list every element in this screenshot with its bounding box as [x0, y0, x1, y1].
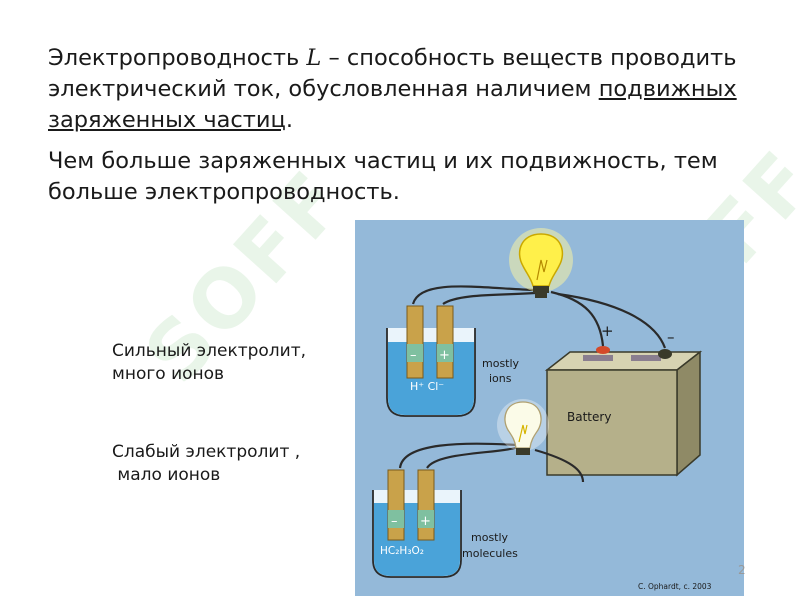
weak-electrolyte-label: Слабый электролит , мало ионов	[112, 441, 300, 487]
definition-text-end: .	[285, 107, 293, 133]
definition-paragraph: Электропроводность L – способность вещес…	[48, 43, 768, 136]
strong-electrolyte-note: много ионов	[112, 364, 225, 384]
definition-text-start: Электропроводность	[48, 45, 307, 71]
strong-caption-line2: ions	[489, 372, 512, 385]
circuit-wires	[398, 285, 667, 483]
weak-electrolyte-beaker: – + HC₂H₃O₂	[372, 469, 462, 578]
dim-light-bulb-icon	[497, 399, 549, 455]
slide-number: 2	[738, 563, 746, 577]
strong-minus-electrode: –	[410, 348, 417, 363]
weak-minus-electrode: –	[391, 514, 398, 529]
weak-electrolyte-note: мало ионов	[112, 465, 221, 485]
dependency-paragraph: Чем больше заряженных частиц и их подвиж…	[48, 148, 718, 205]
strong-electrolyte-title: Сильный электролит,	[112, 341, 307, 361]
circuit-diagram: Battery + –	[372, 228, 712, 591]
strong-electrolyte-label: Сильный электролит, много ионов	[112, 340, 306, 386]
bright-light-bulb-icon	[509, 228, 573, 298]
mobile-charged-particles-term: подвижных заряженных частиц	[48, 76, 737, 133]
battery-plus-sign: +	[601, 322, 614, 340]
weak-caption-line1: mostly	[471, 531, 509, 544]
weak-electrolyte-formula: HC₂H₃O₂	[380, 545, 424, 557]
definition-text-middle: – способность веществ проводить электрич…	[48, 45, 737, 102]
strong-electrolyte-formula: H⁺ Cl⁻	[410, 380, 444, 393]
conductivity-symbol: L	[306, 45, 322, 71]
battery-minus-sign: –	[667, 328, 675, 346]
battery: Battery + –	[544, 322, 703, 477]
weak-plus-electrode: +	[420, 514, 431, 529]
battery-label: Battery	[567, 410, 611, 424]
strong-caption-line1: mostly	[482, 357, 520, 370]
image-credit: C. Ophardt, c. 2003	[638, 582, 712, 591]
strong-electrolyte-beaker: – + H⁺ Cl⁻	[386, 305, 476, 417]
strong-plus-electrode: +	[439, 348, 450, 363]
weak-caption-line2: molecules	[462, 547, 518, 560]
weak-electrolyte-title: Слабый электролит ,	[112, 442, 301, 462]
conductivity-illustration: Battery + –	[355, 220, 744, 596]
